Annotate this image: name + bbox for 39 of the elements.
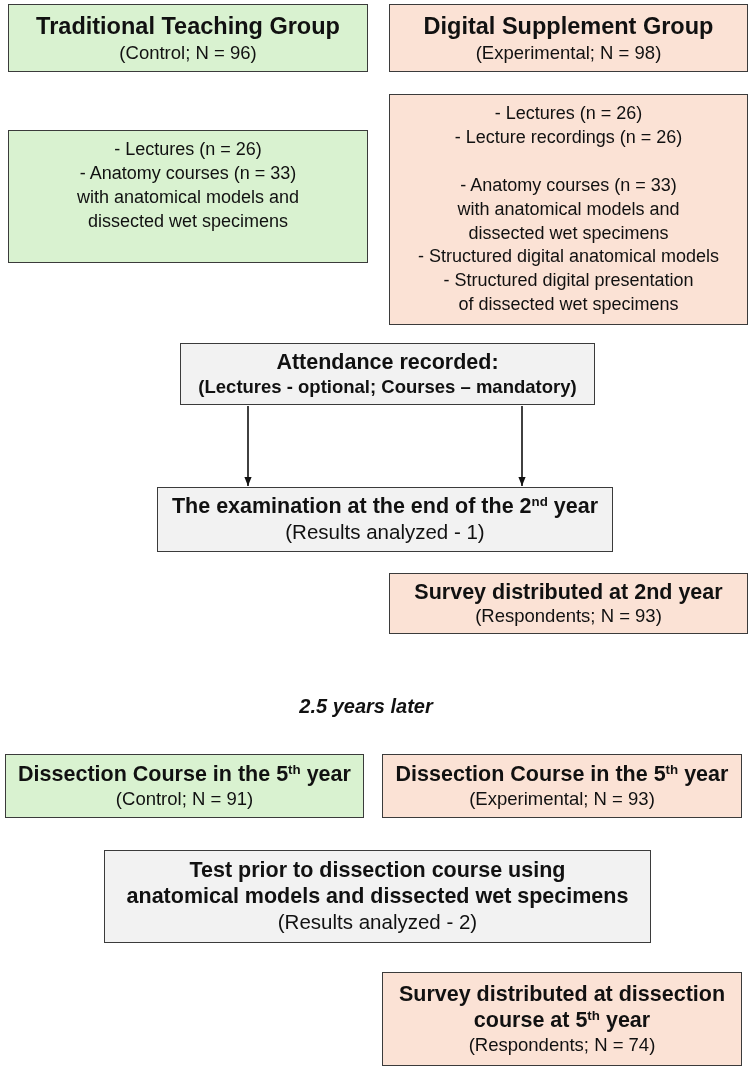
list-item: - Lectures (n = 26): [114, 138, 262, 161]
activity-box: [389, 94, 748, 325]
process-box: [104, 850, 651, 943]
group-box: [5, 754, 364, 818]
arrow: [244, 405, 252, 487]
step-title: The examination at the end of the 2$^{nd}$ year: [171, 494, 599, 521]
group-box: [8, 4, 368, 72]
group-note: (Control; N = 96): [119, 41, 257, 65]
arrow: [518, 405, 526, 487]
step-note: (Experimental; N = 93): [469, 787, 655, 810]
survey-box: [382, 972, 742, 1066]
list-item: - Anatomy courses (n = 33) with anatomical models and dissected wet specimens: [75, 161, 301, 233]
group-title: Digital Supplement Group: [423, 11, 714, 41]
process-box: [157, 487, 613, 552]
list-item: - Anatomy courses (n = 33) with anatomical models and dissected wet specimens: [456, 173, 681, 245]
group-title: Traditional Teaching Group: [36, 11, 340, 41]
activity-box: [8, 130, 368, 263]
step-note: (Respondents; N = 93): [475, 605, 662, 628]
step-title: Attendance recorded:: [276, 349, 499, 376]
group-box: [382, 754, 742, 818]
step-note: (Results analyzed - 1): [285, 520, 485, 545]
list-item: - Lectures (n = 26): [494, 101, 643, 125]
group-note: (Experimental; N = 98): [475, 41, 662, 65]
step-title: Dissection Course in the 5$^{th}$ year: [395, 762, 729, 788]
list-item: - Lecture recordings (n = 26): [454, 125, 683, 149]
step-note: (Lectures - optional; Courses – mandatory): [198, 375, 577, 399]
list-item: - Structured digital presentation of dissected wet specimens: [443, 269, 694, 317]
survey-box: [389, 573, 748, 634]
step-note: (Control; N = 91): [115, 787, 254, 810]
list-item: - Structured digital anatomical models: [417, 245, 720, 269]
step-title: Test prior to dissection course using anatomical models and dissected wet specimens: [126, 858, 629, 910]
time-note: 2.5 years later: [299, 695, 433, 718]
step-title: Dissection Course in the 5$^{th}$ year: [18, 762, 351, 788]
step-note: (Respondents; N = 74): [468, 1033, 656, 1056]
step-title: Survey distributed at dissection course at 5$^{th}$ year: [397, 982, 727, 1034]
process-box: [180, 343, 595, 405]
step-title: Survey distributed at 2nd year: [414, 579, 723, 606]
group-box: [389, 4, 748, 72]
step-note: (Results analyzed - 2): [277, 910, 478, 935]
